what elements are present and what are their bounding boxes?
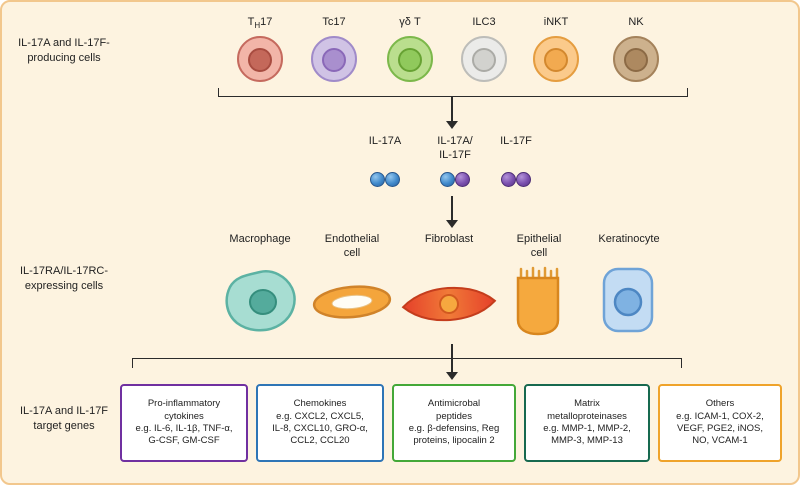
producing-cell-nk: NK <box>604 16 668 82</box>
producing-cell-th17: TH17 <box>228 16 292 82</box>
macrophage-cell-icon <box>225 270 296 332</box>
tc17-cell-icon <box>311 36 357 82</box>
arrow-down-1-line <box>451 97 453 121</box>
endothelial-cell-icon <box>312 285 392 319</box>
cytokine-label-il17f: IL-17F <box>500 135 532 147</box>
ilc3-cell-icon <box>461 36 507 82</box>
label-expressing-cells: IL-17RA/IL-17RC- expressing cells <box>19 265 109 292</box>
target-box-antimicrobial-peptides: Antimicrobal peptides e.g. β-defensins, … <box>392 384 516 462</box>
gamma-delta-t-nucleus-icon <box>398 48 422 72</box>
producing-cell-tc17: Tc17 <box>302 16 366 82</box>
arrow-down-3-head <box>446 372 458 380</box>
th17-nucleus-icon <box>248 48 272 72</box>
arrow-down-1-head <box>446 121 458 129</box>
th17-label-sub: H <box>254 21 261 31</box>
keratinocyte-cell-icon <box>602 267 654 333</box>
cell-label-epithelial: Epithelial cell <box>516 233 562 260</box>
cell-label-endothelial: Endothelial cell <box>324 233 380 260</box>
il17a-dot-icon <box>440 172 455 187</box>
cell-label-gamma-delta-t: γδ T <box>399 16 421 28</box>
th17-label-post: 17 <box>260 16 273 28</box>
arrow-down-2-line <box>451 196 453 220</box>
cell-label-ilc3: ILC3 <box>472 16 496 28</box>
th17-cell-icon <box>237 36 283 82</box>
il17f-dot-icon <box>455 172 470 187</box>
cell-label-tc17: Tc17 <box>322 16 346 28</box>
producing-cell-ilc3: ILC3 <box>452 16 516 82</box>
target-box-content: e.g. IL-6, IL-1β, TNF-α, G-CSF, GM-CSF <box>135 423 233 447</box>
nk-nucleus-icon <box>624 48 648 72</box>
target-genes-bracket <box>132 358 682 368</box>
producing-cells-bracket <box>218 88 688 97</box>
nk-cell-icon <box>613 36 659 82</box>
inkt-nucleus-icon <box>544 48 568 72</box>
target-box-content: e.g. β-defensins, Reg proteins, lipocali… <box>408 423 500 447</box>
cytokine-label-il17a: IL-17A <box>368 135 402 147</box>
target-box-content: e.g. ICAM-1, COX-2, VEGF, PGE2, iNOS, NO… <box>676 410 764 447</box>
producing-cell-inkt: iNKT <box>524 16 588 82</box>
cell-label-th17: TH17 <box>228 16 292 33</box>
target-box-proinflammatory-cytokines: Pro-inflammatory cytokines e.g. IL-6, IL… <box>120 384 248 462</box>
producing-cell-gamma-delta-t: γδ T <box>378 16 442 82</box>
gamma-delta-t-cell-icon <box>387 36 433 82</box>
cell-label-fibroblast: Fibroblast <box>424 233 474 245</box>
ilc3-nucleus-icon <box>472 48 496 72</box>
il17f-dot-icon <box>501 172 516 187</box>
inkt-cell-icon <box>533 36 579 82</box>
target-box-title: Others <box>705 398 735 410</box>
target-box-content: e.g. CXCL2, CXCL5, IL-8, CXCL10, GRO-α, … <box>272 410 368 447</box>
il17a-dot-icon <box>370 172 385 187</box>
th17-label-pre: T <box>247 16 255 28</box>
target-box-chemokines: Chemokines e.g. CXCL2, CXCL5, IL-8, CXCL… <box>256 384 384 462</box>
target-box-title: Antimicrobal peptides <box>427 398 481 422</box>
il17a-dot-icon <box>385 172 400 187</box>
target-box-others: Others e.g. ICAM-1, COX-2, VEGF, PGE2, i… <box>658 384 782 462</box>
cell-label-nk: NK <box>628 16 644 28</box>
arrow-down-2-head <box>446 220 458 228</box>
label-producing-cells: IL-17A and IL-17F- producing cells <box>18 37 110 64</box>
label-target-genes: IL-17A and IL-17F target genes <box>19 405 109 432</box>
cell-label-inkt: iNKT <box>543 16 569 28</box>
il17f-dot-icon <box>516 172 531 187</box>
epithelial-cell-icon <box>516 266 560 336</box>
fibroblast-cell-icon <box>401 286 497 322</box>
target-box-title: Chemokines <box>293 398 347 410</box>
target-box-matrix-metalloproteinases: Matrix metalloproteinases e.g. MMP-1, MM… <box>524 384 650 462</box>
target-box-title: Matrix metalloproteinases <box>547 398 627 422</box>
cell-label-macrophage: Macrophage <box>229 233 291 245</box>
cell-label-keratinocyte: Keratinocyte <box>598 233 660 245</box>
target-box-content: e.g. MMP-1, MMP-2, MMP-3, MMP-13 <box>543 423 631 447</box>
target-box-title: Pro-inflammatory cytokines <box>147 398 221 422</box>
cytokine-label-il17a-il17f: IL-17A/ IL-17F <box>437 135 473 162</box>
tc17-nucleus-icon <box>322 48 346 72</box>
